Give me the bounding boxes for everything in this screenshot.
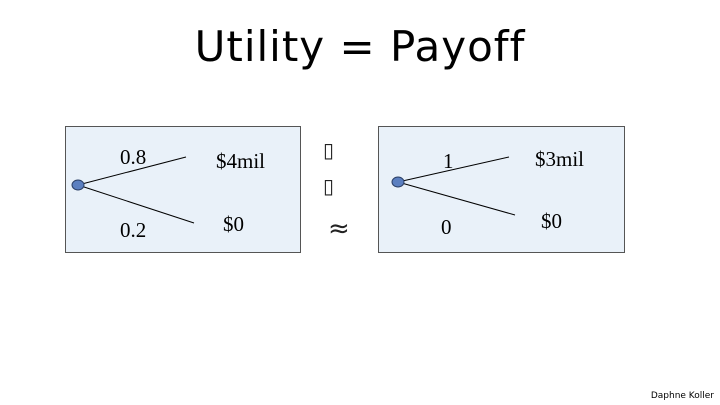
- right-top-probability: 1: [443, 149, 454, 173]
- left-bottom-branch: [77, 184, 195, 224]
- author-credit: Daphne Koller: [650, 391, 714, 401]
- relation-box-symbol-2: ▯: [323, 174, 335, 198]
- right-top-branch: [397, 156, 510, 183]
- right-top-payoff: $3mil: [535, 147, 585, 171]
- left-top-branch: [77, 156, 187, 186]
- right-bottom-payoff: $0: [541, 209, 562, 233]
- right-bottom-probability: 0: [441, 215, 452, 239]
- left-bottom-payoff: $0: [223, 212, 244, 236]
- left-bottom-probability: 0.2: [120, 218, 147, 242]
- right-bottom-branch: [397, 181, 516, 216]
- left-top-payoff: $4mil: [216, 149, 266, 173]
- left-lottery-tree: [71, 156, 195, 224]
- approx-symbol: ≈: [328, 214, 350, 244]
- right-lottery-tree: [391, 156, 516, 216]
- left-lottery-panel: 0.8 $4mil 0.2 $0: [65, 126, 301, 253]
- right-chance-node: [391, 176, 405, 188]
- slide-title: Utility = Payoff: [194, 22, 526, 71]
- left-chance-node: [71, 179, 85, 191]
- left-top-probability: 0.8: [120, 145, 147, 169]
- relation-box-symbol-1: ▯: [323, 138, 335, 162]
- right-lottery-panel: 1 $3mil 0 $0: [378, 126, 625, 253]
